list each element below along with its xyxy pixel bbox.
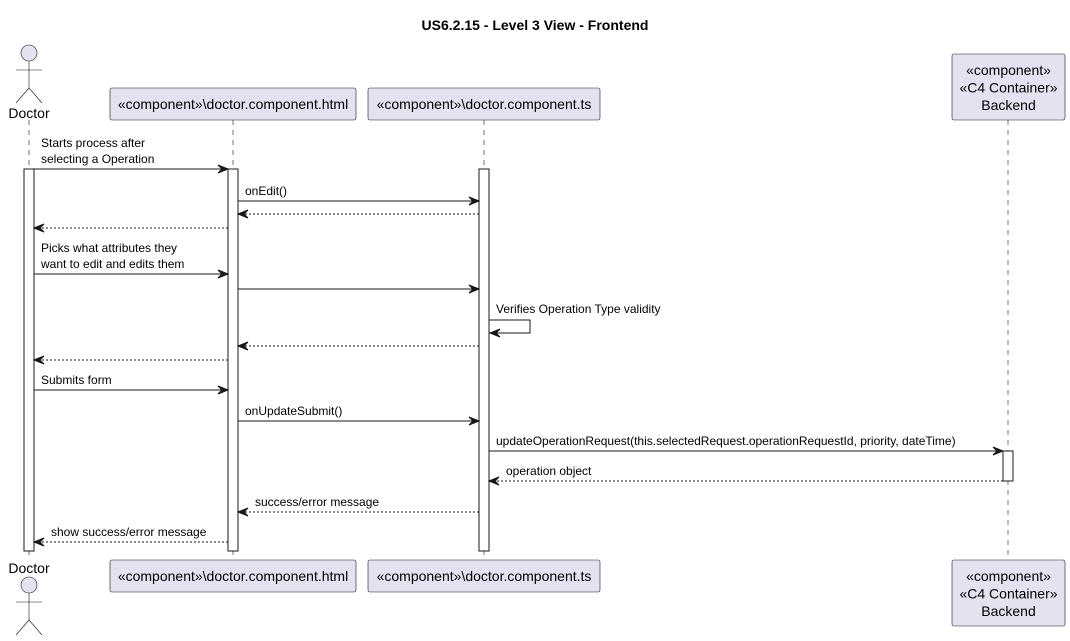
participant-box [951,559,1066,627]
arrowhead-icon [236,507,249,517]
participant-label: Backend [981,603,1035,619]
message-arrow [32,223,228,233]
message-arrow: success/error message [236,495,479,517]
message-label: want to edit and edits them [40,257,184,271]
actor-leg-icon [28,619,43,636]
message-arrow: Starts process after selecting a Operatio… [34,136,230,174]
message-arrow: operation object [487,464,1003,486]
participant-label: Backend [981,97,1035,113]
message-arrow: Verifies Operation Type validity [488,302,661,338]
participant-html-top: «component»\doctor.component.html [109,87,357,121]
arrowhead-icon [488,328,501,338]
participant-label: «component»\doctor.component.html [118,568,348,584]
message-label: success/error message [255,495,379,509]
activation-bar-ts [478,168,490,552]
message-arrow: Submits form [34,373,230,395]
arrowhead-icon [32,355,45,365]
actor-leg-icon [15,619,30,636]
message-label: Picks what attributes they [41,241,177,255]
arrowhead-icon [236,341,249,351]
arrowhead-icon [217,164,230,174]
actor-head-icon [20,576,38,594]
message-label: Starts process after [41,136,145,150]
message-label: selecting a Operation [41,152,154,166]
arrowhead-icon [32,537,45,547]
arrowhead-icon [32,223,45,233]
actor-leg-icon [15,87,30,104]
actor-label: Doctor [8,560,50,576]
participant-box [367,559,601,593]
message-label: Verifies Operation Type validity [496,302,661,316]
participant-label: «C4 Container» [959,586,1057,602]
message-label: operation object [506,464,592,478]
actor-doctor-bottom: Doctor [8,560,50,636]
message-arrow: show success/error message [32,525,228,547]
lifelines [28,120,1009,560]
message-label: onUpdateSubmit() [245,404,342,418]
diagram-title: US6.2.15 - Level 3 View - Frontend [422,17,649,33]
message-arrow: updateOperationRequest(this.selectedRequ… [489,434,1005,456]
message-arrow [32,355,228,365]
participant-box [951,53,1066,121]
activation-bars [23,168,1014,552]
participant-label: «C4 Container» [959,80,1057,96]
message-label: show success/error message [51,525,207,539]
message-label: updateOperationRequest(this.selectedRequ… [496,434,956,448]
participant-label: «component»\doctor.component.html [118,96,348,112]
message-arrow: Picks what attributes they want to edit a… [34,241,230,279]
message-arrow [238,284,481,294]
participant-label: «component»\doctor.component.ts [377,568,592,584]
participants: DoctorDoctor«component»\doctor.component… [8,44,1066,636]
arrowhead-icon [468,416,481,426]
messages: Starts process after selecting a Operatio… [32,136,1005,547]
arrowhead-icon [992,446,1005,456]
participant-box [109,559,357,593]
activation-bar-html [227,168,239,552]
message-arrow [236,341,479,351]
participant-backend-bottom: «component» «C4 Container»Backend [951,559,1066,627]
arrowhead-icon [236,209,249,219]
participant-label: «component» [966,62,1051,78]
participant-backend-top: «component» «C4 Container»Backend [951,53,1066,121]
actor-label: Doctor [8,105,50,121]
message-label: Submits form [41,373,112,387]
self-call-line [489,319,531,334]
message-label: onEdit() [245,184,287,198]
participant-ts-bottom: «component»\doctor.component.ts [367,559,601,593]
arrowhead-icon [468,196,481,206]
arrowhead-icon [217,385,230,395]
actor-head-icon [20,44,38,62]
participant-ts-top: «component»\doctor.component.ts [367,87,601,121]
message-arrow [236,209,479,219]
participant-label: «component» [966,568,1051,584]
message-arrow: onUpdateSubmit() [238,404,481,426]
arrowhead-icon [468,284,481,294]
message-arrow: onEdit() [238,184,481,206]
arrowhead-icon [217,269,230,279]
participant-html-bottom: «component»\doctor.component.html [109,559,357,593]
activation-bar-backend [1002,450,1014,482]
arrowhead-icon [487,476,500,486]
actor-doctor-top: Doctor [8,44,50,121]
participant-box [367,87,601,121]
activation-bar-doctor [23,168,35,552]
participant-box [109,87,357,121]
actor-leg-icon [28,87,43,104]
participant-label: «component»\doctor.component.ts [377,96,592,112]
